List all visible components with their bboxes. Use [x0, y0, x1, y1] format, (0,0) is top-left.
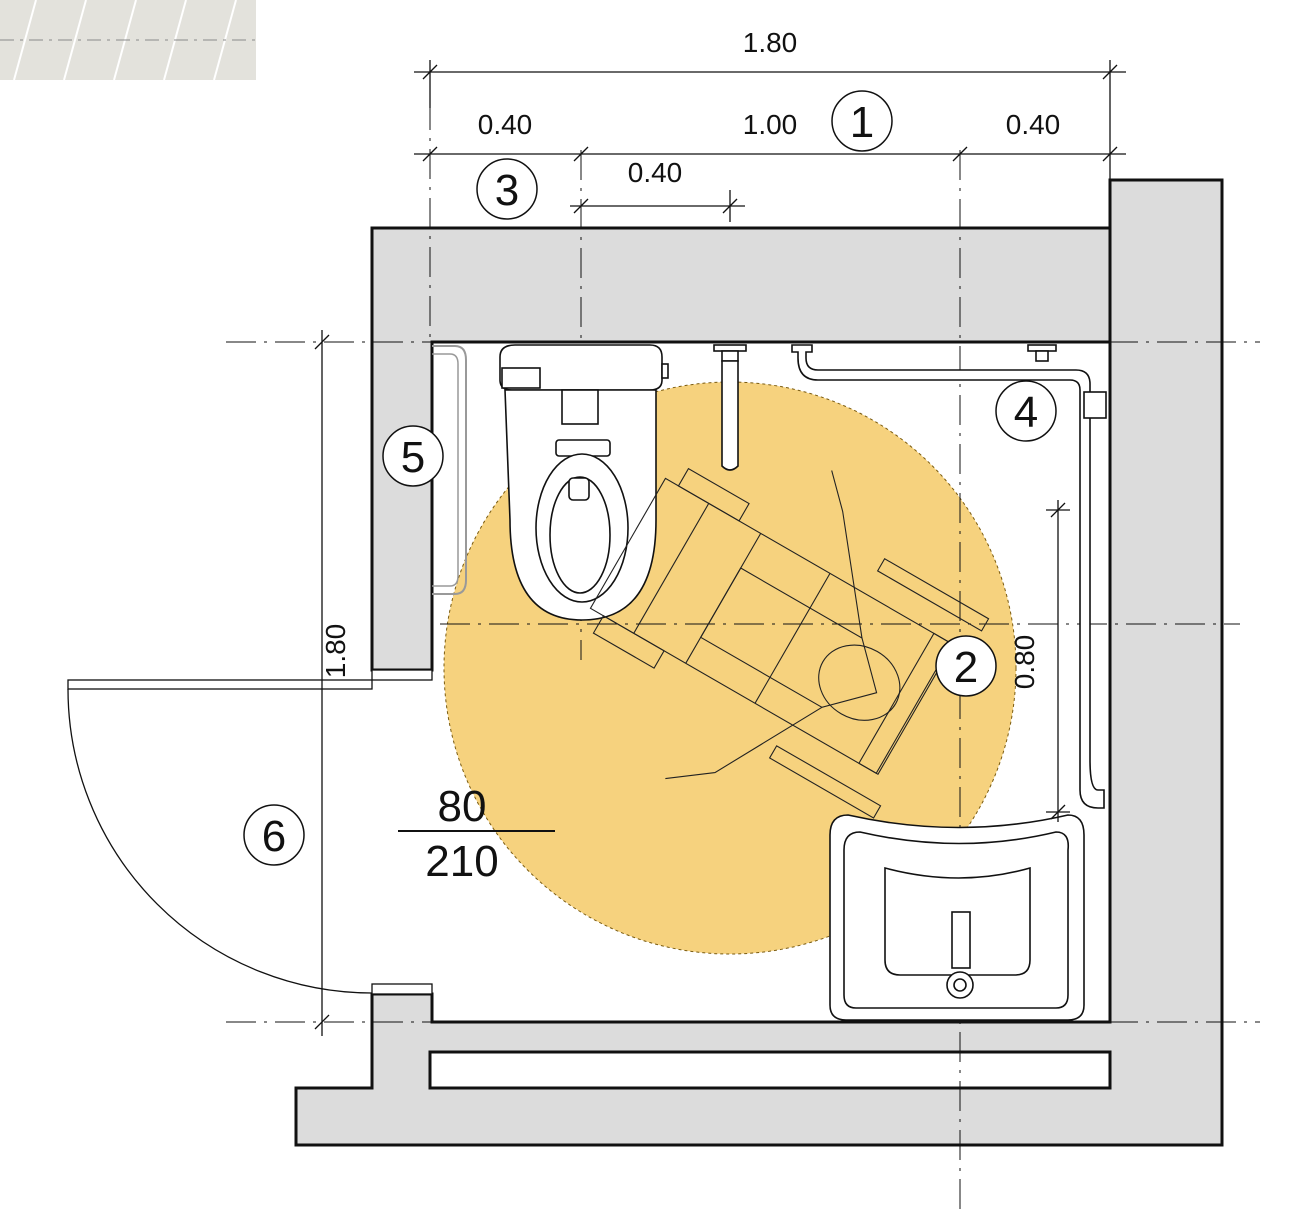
dim-overall-width: 1.80	[743, 27, 798, 58]
marker-3-label: 3	[495, 166, 519, 215]
marker-3: 3	[476, 158, 538, 220]
duct-void	[428, 1050, 1112, 1090]
door-leaf	[67, 679, 373, 690]
dim-grab-rail-length: 0.80	[1009, 635, 1040, 690]
dim-wc-offset: 0.40	[628, 157, 683, 188]
toilet	[499, 344, 669, 621]
marker-5: 5	[382, 425, 444, 487]
hinged-support-rail	[713, 344, 747, 471]
door-swing-arc	[67, 688, 373, 994]
dim-left-clearance: 0.40	[478, 109, 533, 140]
door-height: 210	[425, 837, 498, 886]
washbasin	[829, 814, 1085, 1021]
material-swatch	[0, 0, 256, 81]
left-grab-rail	[432, 345, 467, 595]
marker-4-label: 4	[1014, 388, 1038, 437]
marker-1-label: 1	[850, 98, 874, 147]
wheelchair-user	[589, 467, 990, 819]
marker-6: 6	[243, 804, 305, 866]
dimension-lines	[314, 60, 1126, 1036]
dim-right-clearance: 0.40	[1006, 109, 1061, 140]
marker-1: 1	[831, 90, 893, 152]
door-width: 80	[438, 782, 487, 831]
wall-rails	[791, 344, 1107, 809]
dim-middle-span: 1.00	[743, 109, 798, 140]
door	[67, 669, 433, 995]
marker-2-label: 2	[954, 643, 978, 692]
marker-2: 2	[935, 635, 997, 697]
marker-6-label: 6	[262, 812, 286, 861]
door-size-label: 80 210	[398, 782, 555, 886]
marker-4: 4	[995, 380, 1057, 442]
marker-5-label: 5	[401, 433, 425, 482]
dim-overall-depth: 1.80	[320, 624, 351, 679]
